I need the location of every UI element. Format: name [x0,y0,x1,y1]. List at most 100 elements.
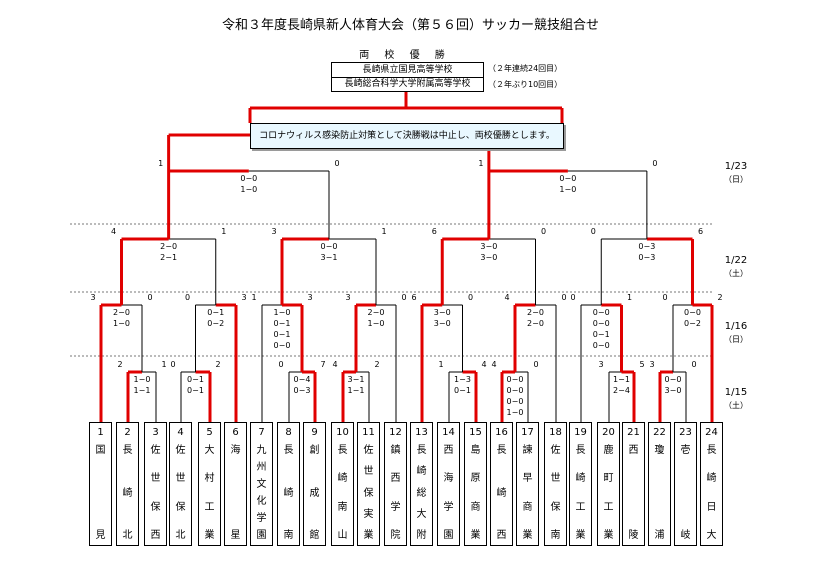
champion-note-2: （２年ぶり10回目） [488,80,563,89]
score-right: 2 [717,293,723,302]
team-number: 5 [206,427,213,438]
team-name: 長崎南 [283,445,294,541]
score-detail-line: 2−4 [613,386,630,395]
team-name: 国見 [95,445,106,541]
score-detail-line: 0−1 [273,319,291,328]
team-name: 瓊浦 [654,445,665,541]
team-name: 諫早商業 [522,445,533,541]
team-number: 8 [285,427,292,438]
team-number: 16 [495,427,508,438]
score-detail-line: 0−0 [506,386,524,395]
team-number: 15 [469,427,482,438]
score-detail-line: 1−0 [113,319,130,328]
team-name: 長崎総大附 [416,445,427,541]
score-right: 0 [691,360,697,369]
score-left: 6 [431,227,437,236]
score-left: 6 [411,293,417,302]
score-detail-line: 0−2 [684,319,701,328]
score-detail-line: 0−4 [293,375,311,384]
team-box: 22 瓊浦 [648,422,671,546]
score-left: 3 [271,227,277,236]
score-left: 4 [332,360,338,369]
team-number: 6 [232,427,239,438]
score-left: 0 [570,293,576,302]
date-final: 1/23（日） [724,161,748,184]
team-name: 島原商業 [470,445,481,541]
score-left: 1 [158,159,164,168]
score-detail-line: 2−0 [367,308,385,317]
team-number: 13 [415,427,428,438]
score-left: 0 [590,227,596,236]
team-number: 11 [362,427,375,438]
score-detail-line: 1−1 [133,386,151,395]
score-left: 3 [90,293,96,302]
score-right: 4 [481,360,487,369]
score-left: 1 [251,293,257,302]
team-name: 壱岐 [680,445,691,541]
team-number: 2 [124,427,131,438]
team-name: 長崎日大 [706,445,717,541]
team-number: 14 [442,427,455,438]
score-right: 1 [221,227,227,236]
score-right: 0 [533,360,539,369]
score-left: 4 [110,227,117,236]
team-name: 創成館 [309,445,320,541]
score-right: 0 [147,293,153,302]
page-title: 令和３年度長崎県新人体育大会（第５６回）サッカー競技組合せ [221,18,599,33]
champion-note-1: （２年連続24回目） [488,64,563,73]
team-number: 20 [602,427,615,438]
score-right: 2 [374,360,380,369]
team-name: 長崎工業 [575,445,586,541]
score-detail-line: 0−1 [454,386,471,395]
score-detail-line: 2−0 [113,308,130,317]
score-right: 0 [401,293,407,302]
team-number: 17 [521,427,534,438]
score-detail-line: 0−0 [240,174,258,183]
team-number: 22 [653,427,666,438]
score-detail-line: 3−0 [433,308,451,317]
cancel-notice: コロナウィルス感染防止対策として決勝戦は中止し、両校優勝とします。 [250,123,564,149]
score-right: 7 [320,360,326,369]
team-name: 九州文化学園 [256,445,267,541]
score-left: 3 [598,360,604,369]
team-box: 15 島原商業 [464,422,487,546]
score-right: 3 [307,293,313,302]
team-name: 佐世保実業 [363,445,374,541]
score-detail-line: 0−2 [207,319,225,328]
team-box: 17 諫早商業 [516,422,539,546]
score-left: 4 [491,360,497,369]
score-right: 3 [241,293,247,302]
team-number: 7 [258,427,265,438]
score-detail-line: 0−1 [592,330,610,339]
date-semifinal: 1/22（土） [724,255,748,278]
date-round2: 1/16（日） [724,321,748,344]
score-detail-line: 0−1 [187,375,204,384]
score-detail-line: 2−0 [527,308,544,317]
score-detail-line: 3−0 [433,319,451,328]
score-detail-line: 0−0 [506,375,524,384]
team-box: 13 長崎総大附 [410,422,433,546]
score-left: 0 [278,360,284,369]
team-number: 21 [627,427,640,438]
team-number: 24 [705,427,718,438]
score-right: 1 [161,360,167,369]
score-right: 6 [697,227,704,236]
date-round1: 1/15（土） [724,387,748,410]
